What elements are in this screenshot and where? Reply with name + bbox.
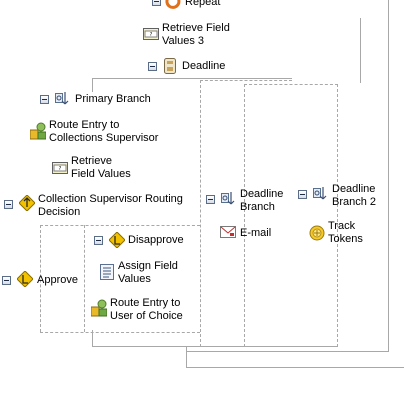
branch-border [200,80,292,81]
node-label-assign-field-values[interactable]: Assign Field Values [118,260,178,285]
connector-line [92,78,93,92]
node-label-retrieve-field-values[interactable]: Retrieve Field Values [71,155,131,180]
route-entry-icon[interactable] [30,122,46,140]
decision-border [40,225,200,226]
node-label-collection-supervisor-routing-decision[interactable]: Collection Supervisor Routing Decision [38,193,183,218]
node-label-disapprove[interactable]: Disapprove [128,234,184,246]
assign-field-values-icon[interactable] [100,264,114,280]
deadline-icon[interactable] [163,58,177,74]
retrieve-field-values-icon[interactable]: ? [52,162,68,174]
svg-text:?: ? [59,166,62,172]
collapse-toggle[interactable] [4,200,13,209]
decision-icon[interactable] [19,195,35,211]
node-label-email[interactable]: E-mail [240,227,272,239]
node-label-retrieve-field-values-3[interactable]: Retrieve Field Values 3 [162,22,230,47]
collapse-toggle[interactable] [2,276,11,285]
connector-line [92,330,93,347]
collapse-toggle[interactable] [148,62,157,71]
node-label-approve[interactable]: Approve [37,274,78,286]
repeat-icon [165,0,181,9]
collapse-toggle[interactable] [298,190,307,199]
retrieve-field-values-icon[interactable]: ? [143,28,159,40]
node-label-deadline-branch[interactable]: Deadline Branch [240,188,284,213]
decision-border [40,332,200,333]
node-label-repeat: Repeat [185,0,221,8]
branch-border [337,84,338,347]
branch-border [244,84,338,85]
connector-line [388,0,389,352]
email-icon[interactable] [220,226,236,238]
node-label-track-tokens[interactable]: Track Tokens [328,220,363,245]
decision-icon[interactable] [17,271,33,287]
collapse-toggle[interactable] [94,236,103,245]
node-label-primary-branch[interactable]: Primary Branch [75,93,151,105]
connector-line [186,351,389,352]
track-tokens-icon[interactable] [309,225,325,241]
route-entry-icon[interactable] [91,299,107,317]
connector-line [360,18,361,83]
connector-line [92,78,292,79]
branch-border [244,84,245,347]
collapse-toggle[interactable] [206,195,215,204]
decision-border [84,225,85,332]
svg-text:?: ? [150,32,153,38]
collapse-toggle[interactable] [152,0,161,6]
collapse-toggle[interactable] [40,95,49,104]
branch-icon[interactable] [55,91,71,107]
decision-border [40,225,41,332]
connector-line [186,346,187,368]
connector-line [186,367,404,368]
node-label-deadline[interactable]: Deadline [182,60,226,72]
decision-icon[interactable] [109,232,125,248]
node-label-route-entry-user-of-choice[interactable]: Route Entry to User of Choice [110,297,183,322]
branch-icon[interactable] [313,186,329,202]
node-label-route-entry-collections-supervisor[interactable]: Route Entry to Collections Supervisor [49,119,159,144]
branch-icon[interactable] [221,191,237,207]
branch-border [200,80,201,347]
node-label-deadline-branch-2[interactable]: Deadline Branch 2 [332,183,377,208]
connector-line [92,346,337,347]
